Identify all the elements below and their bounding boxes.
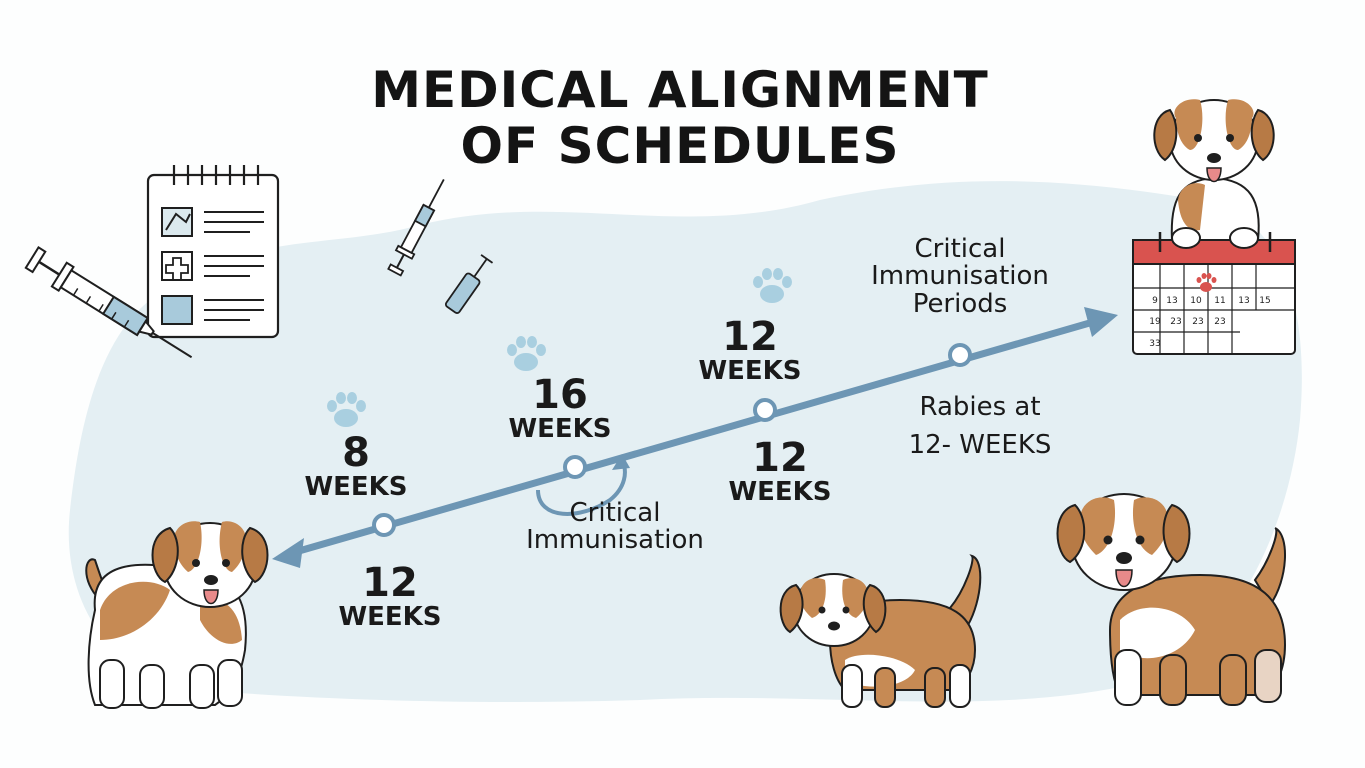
timeline-node [948,343,972,367]
puppy-icon [85,521,269,709]
puppy-icon [1056,493,1287,706]
vial-icon [444,254,494,314]
lower-label: 12 WEEKS [728,435,832,507]
timeline [272,307,1118,568]
title-line-2: OF SCHEDULES [460,117,900,175]
calendar-number: 13 [1166,296,1177,306]
paw-icon [507,336,546,371]
milestone-label: 8 WEEKS [304,430,408,502]
syringe-icon [24,246,193,359]
calendar-number: 19 [1149,317,1161,327]
paw-icon [753,268,792,303]
calendar-number: 23 [1170,317,1181,327]
critical-immunisation-periods-note: Critical Immunisation Periods [871,234,1049,319]
arrowhead-right [1084,307,1118,337]
arrowhead-left [272,538,304,568]
calendar-number: 23 [1214,317,1225,327]
calendar-number: 10 [1190,296,1202,306]
critical-immunisation-note: Critical Immunisation [526,498,704,556]
timeline-node [753,398,777,422]
page-title: MEDICAL ALIGNMENT OF SCHEDULES [300,62,1060,174]
syringe-icon [387,179,445,277]
calendar-number: 13 [1238,296,1249,306]
timeline-node [372,513,396,537]
calendar-number: 23 [1192,317,1203,327]
timeline-node [563,455,587,479]
clipboard-icon [146,165,280,339]
title-line-1: MEDICAL ALIGNMENT [371,61,989,119]
milestone-label: 12 WEEKS [698,314,802,386]
calendar-number: 33 [1149,339,1160,349]
calendar-number: 9 [1152,296,1158,306]
milestone-label: 16 WEEKS [508,372,612,444]
puppy-icon [1153,99,1275,249]
puppy-icon [779,554,982,708]
calendar-icon: 9 13 10 11 13 15 19 23 23 23 33 [1132,232,1296,355]
paw-icon [327,392,366,427]
calendar-number: 11 [1214,296,1225,306]
curved-arrow [536,459,627,516]
lower-label: 12 WEEKS [338,560,442,632]
rabies-note: Rabies at 12- WEEKS [908,392,1052,460]
calendar-number: 15 [1259,296,1270,306]
